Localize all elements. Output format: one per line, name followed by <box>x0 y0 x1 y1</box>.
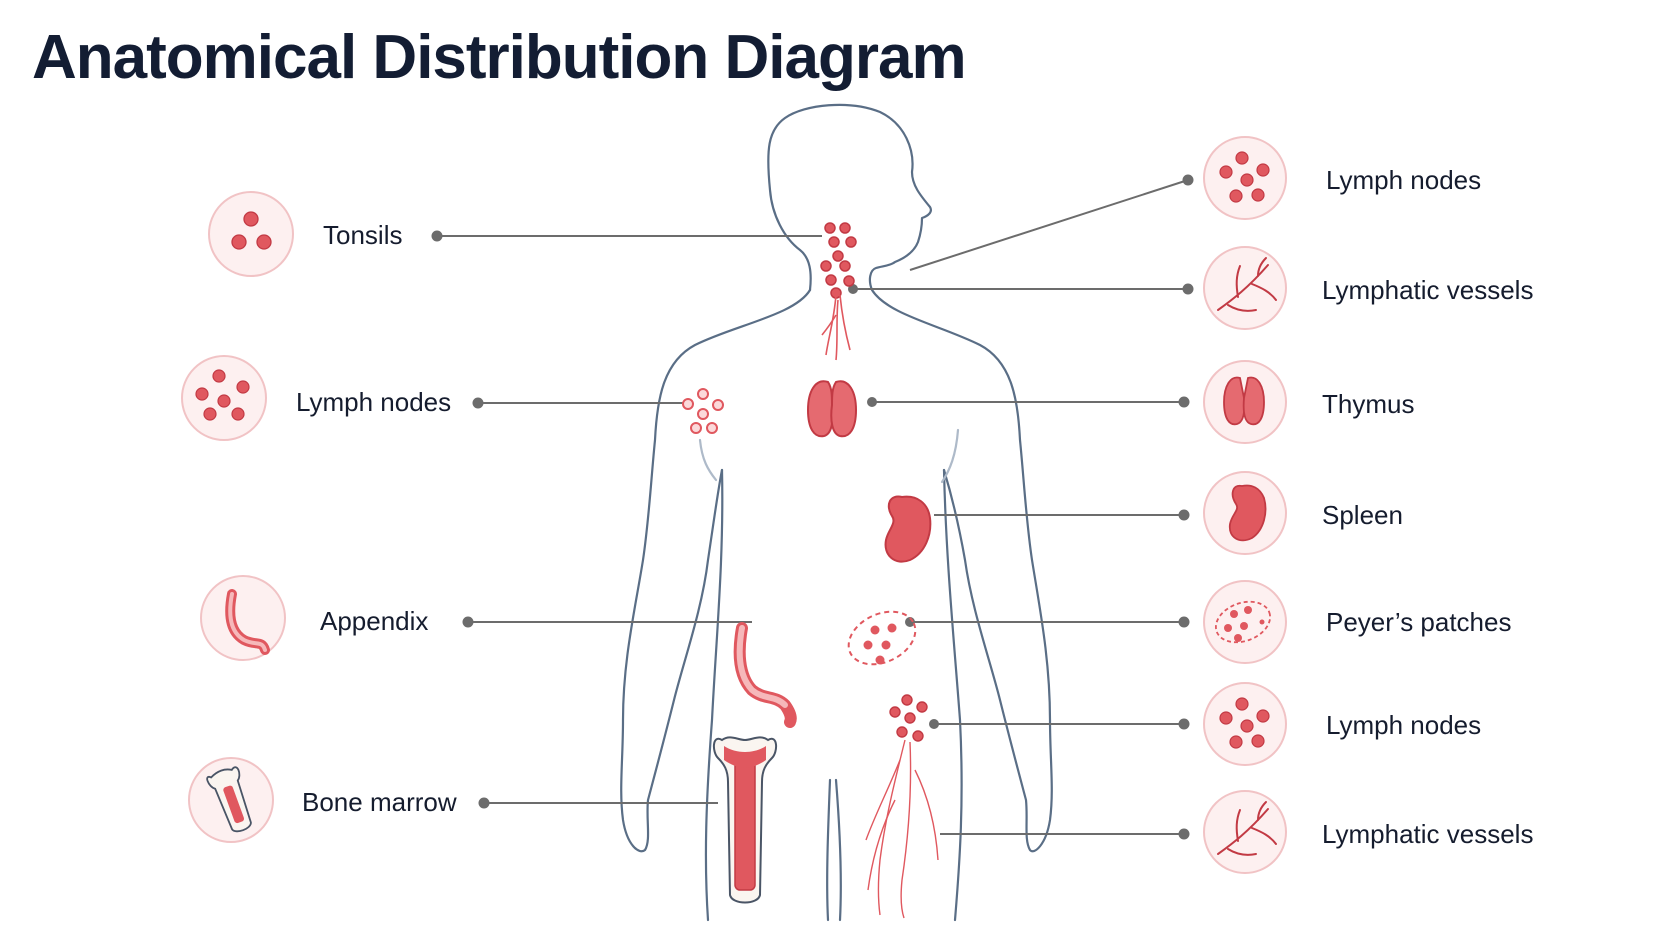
label-appendix: Appendix <box>320 606 429 636</box>
peyers-patches-organ <box>847 610 917 666</box>
spleen-organ <box>884 495 932 563</box>
lymph-nodes-icon <box>181 355 267 441</box>
leg-lymphatic-vessels <box>865 739 939 919</box>
label-lymphatic-vessels-lower: Lymphatic vessels <box>1322 819 1534 849</box>
thymus-icon <box>1203 360 1287 444</box>
label-thymus: Thymus <box>1322 389 1415 419</box>
body-outline <box>620 103 1053 922</box>
page-title: Anatomical Distribution Diagram <box>32 23 967 92</box>
label-spleen: Spleen <box>1322 500 1403 530</box>
label-lymphatic-vessels-upper: Lymphatic vessels <box>1322 275 1534 305</box>
bone-marrow-icon <box>188 757 274 843</box>
lymph-nodes-icon <box>1203 136 1287 220</box>
label-lymph-nodes-neck: Lymph nodes <box>1326 165 1482 195</box>
femur-bone-marrow <box>712 736 778 904</box>
label-lymph-nodes-groin: Lymph nodes <box>1326 710 1482 740</box>
spleen-icon <box>1203 471 1287 555</box>
peyers-patches-icon <box>1203 580 1287 664</box>
leader-lines <box>431 174 1194 840</box>
tonsils-icon <box>208 191 294 277</box>
label-peyers-patches: Peyer’s patches <box>1326 607 1512 637</box>
lymphatic-vessels-icon <box>1203 246 1287 330</box>
appendix-organ <box>733 622 797 728</box>
thymus-organ <box>806 380 858 438</box>
groin-lymph-nodes <box>889 694 928 742</box>
tonsils-cluster <box>820 222 857 299</box>
lymph-nodes-icon <box>1203 682 1287 766</box>
axillary-lymph-nodes <box>682 388 724 434</box>
label-tonsils: Tonsils <box>323 220 403 250</box>
neck-lymphatic-vessels <box>821 294 851 361</box>
label-bone-marrow: Bone marrow <box>302 787 457 817</box>
lymphatic-vessels-icon <box>1203 790 1287 874</box>
appendix-icon <box>200 575 286 661</box>
label-lymph-nodes-axilla: Lymph nodes <box>296 387 452 417</box>
